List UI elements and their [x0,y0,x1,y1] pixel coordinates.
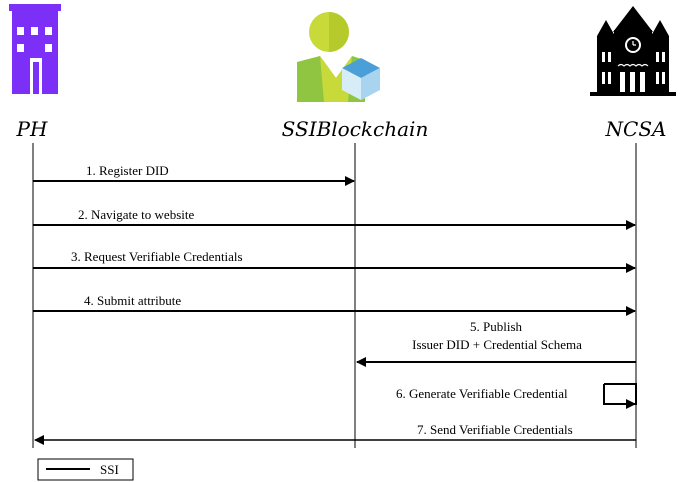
message-label: 6. Generate Verifiable Credential [396,386,568,401]
message-arrow [603,383,637,405]
message-label: 3. Request Verifiable Credentials [71,249,243,264]
message-label: 2. Navigate to website [78,207,194,222]
legend: SSI [37,458,134,481]
message-label: 4. Submit attribute [84,293,181,308]
message-label: Issuer DID + Credential Schema [412,337,582,352]
building-icon [9,4,61,94]
message-label: 1. Register DID [86,163,169,178]
actor-label-ph: PH [16,117,48,141]
user-blockchain-icon [297,12,380,102]
message-label: 5. Publish [470,319,523,334]
actor-label-blockchain: SSIBlockchain [282,117,429,141]
message-label: 7. Send Verifiable Credentials [417,422,573,437]
legend-label: SSI [100,462,119,477]
university-building-icon [590,6,676,96]
actor-label-ncsa: NCSA [605,117,667,141]
